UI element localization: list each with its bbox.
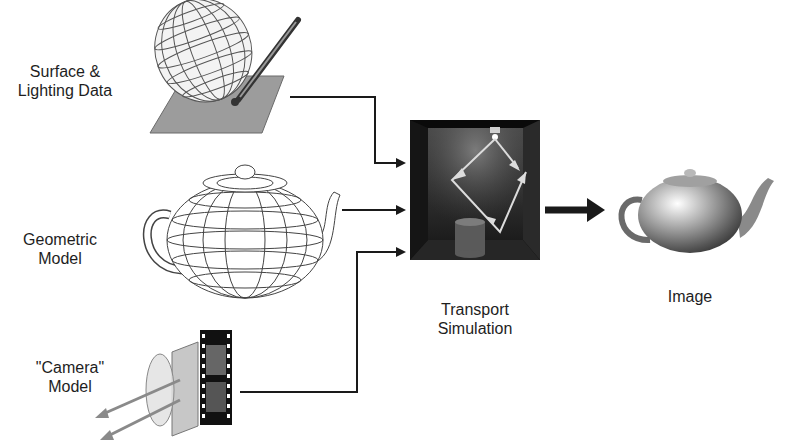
brdf-illustration-part xyxy=(140,0,266,116)
arrowhead xyxy=(396,247,406,257)
camera-illustration-part xyxy=(227,354,230,358)
camera-illustration-part xyxy=(95,408,109,418)
connector-line xyxy=(240,252,397,392)
diagram-node: "Camera" Model xyxy=(25,330,240,442)
camera-illustration-part xyxy=(227,344,230,348)
brdf-illustration-part xyxy=(156,27,251,73)
transport-room-part xyxy=(455,218,485,226)
camera-illustration-part xyxy=(202,334,230,418)
transport-room-part xyxy=(452,139,526,232)
camera-illustration-part xyxy=(202,334,205,338)
diagram-node: Geometric Model xyxy=(15,150,342,302)
wireframe-teapot-part xyxy=(203,182,287,298)
flow-arrow xyxy=(290,97,406,168)
node-label: Geometric Model xyxy=(15,230,105,268)
wireframe-teapot-part xyxy=(235,165,255,179)
diagram-node: Image xyxy=(605,150,783,320)
camera-illustration-part xyxy=(227,414,230,418)
rendered-teapot-part xyxy=(638,177,742,253)
transport-room-part xyxy=(410,120,428,260)
transport-room-part xyxy=(428,128,523,240)
camera-illustration-part xyxy=(200,330,232,425)
transport-room-part xyxy=(410,120,540,260)
transport-room xyxy=(410,120,540,260)
wireframe-teapot-part xyxy=(167,182,323,298)
wireframe-teapot xyxy=(147,165,340,298)
camera-illustration-part xyxy=(100,430,114,440)
camera-illustration-part xyxy=(202,414,205,418)
transport-room-part xyxy=(455,250,485,258)
brdf-illustration xyxy=(140,0,298,133)
transport-room-part xyxy=(523,120,540,260)
connector-line xyxy=(290,97,397,163)
diagram-node: Transport Simulation xyxy=(406,115,545,355)
transport-room-part xyxy=(428,128,523,240)
camera-illustration-part xyxy=(227,384,230,388)
brdf-illustration-part xyxy=(231,98,239,106)
transport-room-part xyxy=(452,168,466,180)
camera-illustration-part xyxy=(206,345,226,375)
camera-illustration-part xyxy=(227,334,230,338)
wireframe-teapot-part xyxy=(172,251,318,269)
transport-room-part xyxy=(485,216,496,225)
transport-room-part xyxy=(455,222,485,254)
camera-illustration-part xyxy=(227,404,230,408)
transport-room-part xyxy=(490,127,500,133)
wireframe-teapot-part xyxy=(172,211,318,229)
camera-illustration-part xyxy=(206,382,226,412)
connector-line xyxy=(342,209,397,211)
wireframe-teapot-part xyxy=(189,272,301,288)
camera-illustration-part xyxy=(202,364,205,368)
camera-illustration-part xyxy=(202,344,205,348)
wireframe-teapot-part xyxy=(189,192,301,208)
camera-illustration-part xyxy=(202,394,205,398)
arrowhead xyxy=(587,198,605,222)
rendered-teapot-part xyxy=(684,169,696,177)
node-label: Image xyxy=(660,287,720,306)
arrowhead xyxy=(396,158,406,168)
camera-illustration xyxy=(95,330,232,440)
camera-illustration-part xyxy=(108,400,180,436)
camera-illustration-part xyxy=(227,374,230,378)
connector-line xyxy=(545,207,588,214)
brdf-illustration-part xyxy=(140,0,266,116)
camera-illustration-part xyxy=(202,354,205,358)
node-label: Transport Simulation xyxy=(420,300,530,338)
flow-arrow xyxy=(342,205,406,215)
brdf-illustration-part xyxy=(165,46,254,88)
wireframe-teapot-part xyxy=(183,182,307,298)
arrowhead xyxy=(396,205,406,215)
camera-illustration-part xyxy=(202,384,205,388)
camera-illustration-part xyxy=(172,342,198,436)
camera-illustration-part xyxy=(202,404,205,408)
node-label: Surface & Lighting Data xyxy=(10,62,120,100)
camera-illustration-part xyxy=(103,380,180,414)
brdf-illustration-part xyxy=(240,22,296,97)
brdf-illustration-part xyxy=(238,20,298,100)
flow-arrow xyxy=(545,198,605,222)
camera-illustration-part xyxy=(202,374,205,378)
flow-arrow xyxy=(240,247,406,392)
rendered-teapot xyxy=(621,169,774,253)
node-label: "Camera" Model xyxy=(30,358,110,396)
transport-room-part xyxy=(509,160,520,171)
camera-illustration-part xyxy=(227,394,230,398)
camera-illustration-part xyxy=(227,364,230,368)
wireframe-teapot-part xyxy=(167,231,323,249)
brdf-illustration-part xyxy=(174,0,232,103)
transport-room-part xyxy=(517,172,526,184)
wireframe-teapot-part xyxy=(225,182,265,298)
rendered-teapot-part xyxy=(738,178,774,238)
diagram-node: Surface & Lighting Data xyxy=(15,0,290,135)
brdf-illustration-part xyxy=(156,0,225,33)
